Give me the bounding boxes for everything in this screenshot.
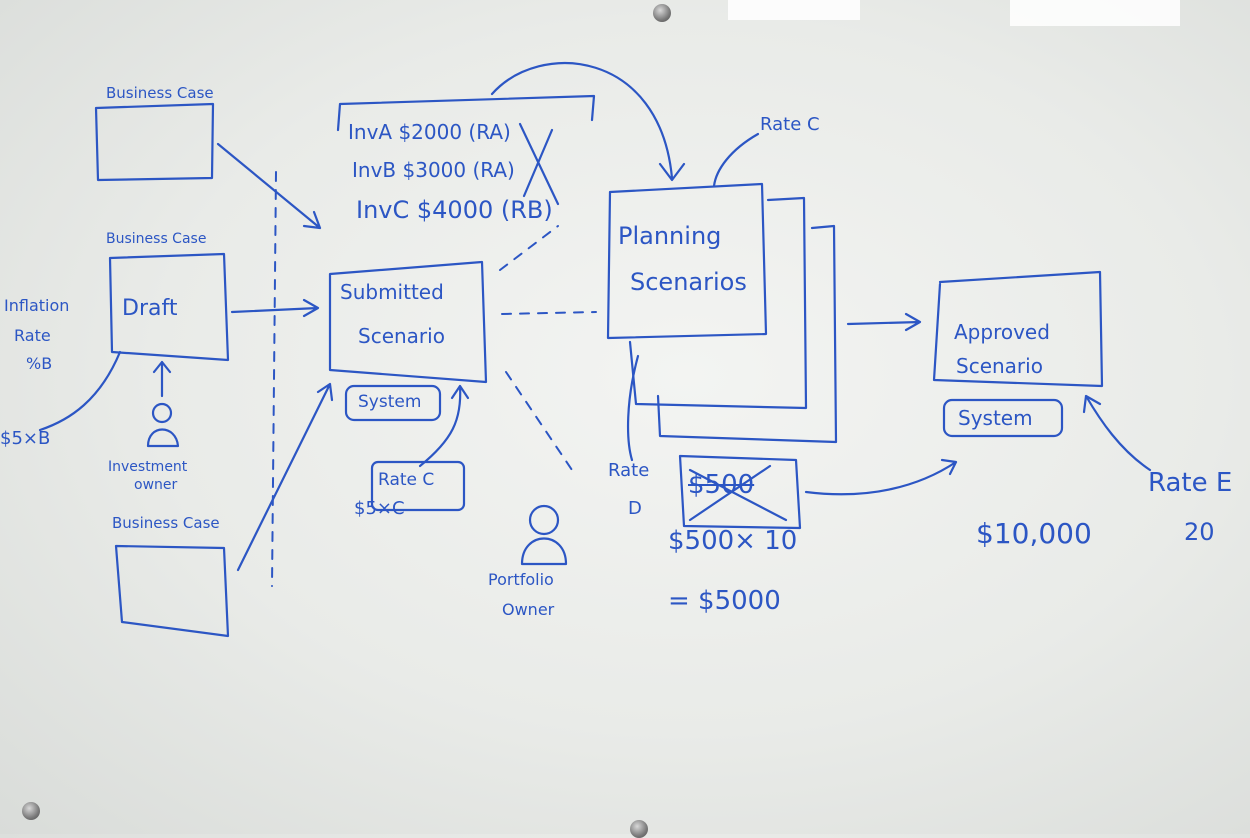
rate-d-label-line1: Rate — [608, 460, 650, 481]
rate-d-connector — [627, 354, 640, 462]
owner-to-draft-arrow — [152, 360, 172, 398]
draft-label: Draft — [122, 296, 178, 321]
planning-label-line1: Planning — [618, 222, 722, 250]
ceiling-light-reflection-left — [728, 0, 860, 20]
portfolio-owner-head — [528, 504, 560, 536]
system-label-submitted: System — [358, 392, 422, 412]
portfolio-owner-label-line2: Owner — [502, 600, 555, 619]
cross-out-ra — [518, 122, 560, 206]
rate-c-to-submitted-arrow — [418, 384, 470, 468]
bottom-case-to-submitted-arrow — [236, 382, 334, 572]
investment-owner-label-line2: owner — [134, 477, 178, 493]
investment-a-line: InvA $2000 (RA) — [348, 120, 511, 144]
planning-box-back — [656, 224, 838, 444]
rate-e-label: Rate E — [1148, 468, 1233, 498]
rate-c-box-label: Rate C — [378, 470, 435, 490]
planning-box-middle — [628, 196, 808, 410]
mounting-screw-top — [653, 4, 671, 22]
portfolio-owner-label-line1: Portfolio — [488, 570, 554, 589]
dashed-connector-bottom — [505, 371, 573, 471]
list-to-planning-arrow — [490, 62, 686, 182]
rate-c-top-label: Rate C — [760, 114, 820, 135]
investment-list-bracket — [336, 94, 596, 132]
twenty-label: 20 — [1184, 518, 1215, 546]
rate-c-box — [370, 460, 466, 512]
rate-c-to-planning-line — [712, 132, 760, 188]
business-case-bottom-label: Business Case — [112, 514, 220, 532]
submitted-label-line1: Submitted — [340, 280, 444, 304]
phase-boundary-line — [271, 171, 277, 587]
planning-box-front — [606, 182, 768, 340]
inflation-label-line1: Inflation — [4, 296, 70, 315]
portfolio-owner-body — [520, 537, 568, 566]
struck-value-cross — [688, 464, 788, 522]
ceiling-light-reflection-right — [1010, 0, 1180, 26]
inflation-label-line3: %B — [26, 354, 53, 373]
investment-owner-body — [146, 428, 180, 448]
rate-e-to-approved-arrow — [1082, 394, 1152, 472]
dashed-connector-middle — [501, 311, 597, 315]
five-times-b-label: $5×B — [0, 428, 51, 449]
system-box-approved — [942, 398, 1064, 438]
mounting-screw-bottom-left — [22, 802, 40, 820]
business-case-middle-label: Business Case — [106, 231, 207, 247]
investment-b-line: InvB $3000 (RA) — [352, 158, 515, 182]
calculation-line1: $500× 10 — [668, 526, 798, 556]
business-case-top-label: Business Case — [106, 84, 214, 102]
investment-owner-head — [151, 402, 173, 424]
inflation-connector — [38, 350, 122, 432]
struck-value-box — [678, 454, 802, 530]
system-label-approved: System — [958, 406, 1033, 430]
rate-d-label-line2: D — [628, 498, 642, 519]
inflation-label-line2: Rate — [14, 326, 51, 345]
system-box-submitted — [344, 384, 442, 422]
business-case-bottom-box — [114, 544, 230, 638]
ten-thousand-label: $10,000 — [976, 517, 1092, 550]
submitted-label-line2: Scenario — [358, 324, 445, 348]
top-case-to-submitted-arrow — [216, 142, 322, 230]
investment-owner-label-line1: Investment — [108, 459, 188, 475]
planning-to-approved-arrow — [846, 312, 922, 332]
submitted-scenario-box — [328, 260, 488, 384]
approved-label-line2: Scenario — [956, 354, 1043, 378]
investment-c-line: InvC $4000 (RB) — [356, 196, 553, 224]
struck-value-label: $500 — [688, 470, 755, 500]
calculation-line2: = $5000 — [668, 586, 781, 616]
approved-scenario-box — [932, 270, 1104, 388]
business-case-top-box — [94, 102, 215, 182]
value-to-approved-arrow — [804, 458, 958, 496]
approved-label-line1: Approved — [954, 320, 1050, 344]
draft-to-submitted-arrow — [230, 298, 320, 318]
draft-box — [108, 252, 230, 362]
dashed-connector-top — [499, 225, 559, 271]
five-times-c-label: $5×C — [354, 498, 405, 519]
planning-label-line2: Scenarios — [630, 268, 747, 296]
